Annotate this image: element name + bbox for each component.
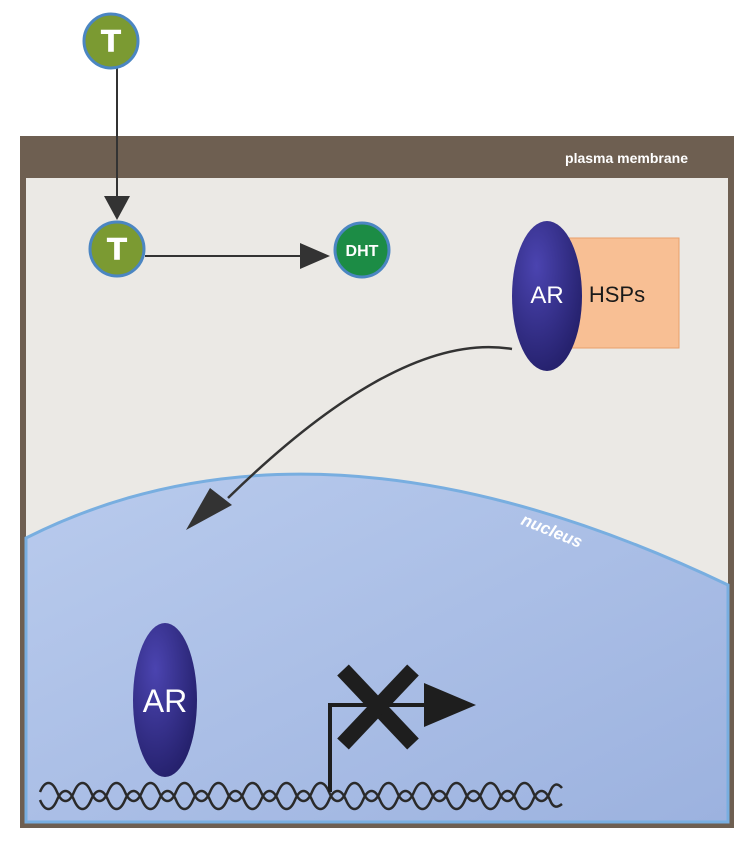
testosterone-inside: T: [88, 220, 146, 278]
nucleus: [24, 472, 730, 824]
ar-complex: [512, 221, 582, 371]
ar-nucleus: [133, 623, 197, 777]
hsps-label: HSPs: [589, 282, 645, 307]
transcription-start-arrow: [328, 703, 430, 792]
transcription-arrowhead: [424, 683, 476, 727]
translocation-arrowhead: [186, 488, 232, 530]
translocation-arrow: [227, 345, 513, 499]
conversion-arrowhead: [300, 243, 330, 269]
dht-label: DHT: [346, 243, 379, 260]
membrane-label: plasma membrane: [565, 150, 688, 166]
dht-molecule: DHT: [333, 221, 391, 279]
block-cross-icon: [337, 664, 419, 750]
testosterone-inside-label: T: [107, 233, 128, 268]
testosterone-outside: T: [82, 12, 140, 70]
ar-nucleus-label: AR: [143, 683, 187, 719]
entry-arrowhead: [104, 196, 130, 220]
ar-complex-label: AR: [530, 282, 563, 309]
testosterone-outside-label: T: [101, 25, 122, 60]
dna-strand: [38, 781, 563, 811]
